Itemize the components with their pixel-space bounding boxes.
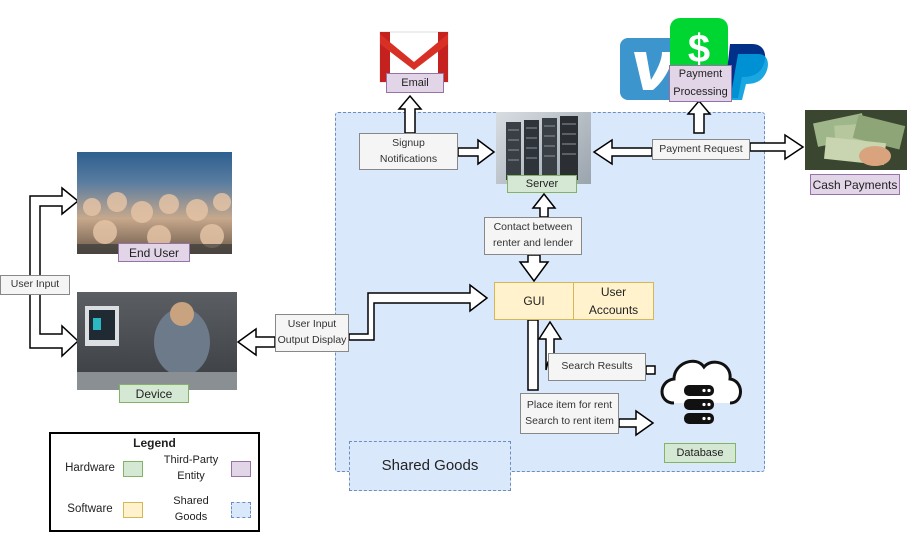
payment-processing-node: Payment Processing (669, 65, 732, 102)
legend-software-swatch (123, 502, 143, 518)
arrow-to-device (236, 327, 276, 357)
search-results-label: Search Results (548, 353, 646, 381)
arrow-to-email (397, 94, 423, 134)
user-input-left-label: User Input (0, 275, 70, 295)
arrow-user-input-split (29, 186, 80, 358)
arrow-payment-to-server (592, 138, 653, 166)
svg-text:$: $ (688, 27, 710, 71)
cash-payments-node: Cash Payments (810, 174, 900, 195)
server-rack-image (496, 112, 591, 184)
paypal-icon (724, 44, 768, 100)
server-node: Server (507, 175, 577, 193)
venmo-icon (620, 38, 680, 100)
arrow-contact-to-gui (518, 254, 550, 283)
arrow-place-to-database (618, 409, 655, 437)
legend-third-party-label: Third-Party Entity (163, 454, 219, 482)
legend-title: Legend (133, 436, 176, 450)
arrow-to-payment-processing (686, 99, 712, 134)
legend-software-label: Software (67, 503, 113, 516)
crowd-image (77, 152, 232, 254)
place-search-label: Place item for rent Search to rent item (520, 393, 619, 434)
cloud-database-icon (660, 359, 742, 424)
device-node: Device (119, 384, 189, 403)
legend-shared-goods-swatch (231, 502, 251, 518)
signup-notifications-label: Signup Notifications (359, 133, 458, 170)
device-image (77, 292, 237, 390)
arrow-to-cash (749, 133, 805, 161)
end-user-node: End User (118, 243, 190, 262)
gui-node: GUI (494, 282, 574, 320)
legend: Legend Hardware Third-Party Entity Softw… (49, 432, 260, 532)
contact-label: Contact between renter and lender (484, 217, 582, 255)
arrow-to-gui (348, 283, 489, 341)
cash-image (805, 110, 907, 170)
arrow-signup-to-server (457, 138, 496, 166)
legend-third-party-swatch (231, 461, 251, 477)
legend-hardware-swatch (123, 461, 143, 477)
arrow-db-to-results (645, 365, 656, 375)
arrow-contact-to-server (531, 192, 557, 218)
shared-goods-title: Shared Goods (349, 441, 511, 491)
cash-app-icon: $ (670, 18, 728, 76)
legend-shared-goods-label: Shared Goods (173, 495, 209, 523)
arrow-to-database (527, 319, 539, 391)
database-node: Database (664, 443, 736, 463)
payment-request-label: Payment Request (652, 139, 750, 160)
user-accounts-node: User Accounts (573, 282, 654, 320)
user-input-output-label: User Input Output Display (275, 314, 349, 352)
email-node: Email (386, 73, 444, 93)
legend-hardware-label: Hardware (65, 462, 115, 475)
